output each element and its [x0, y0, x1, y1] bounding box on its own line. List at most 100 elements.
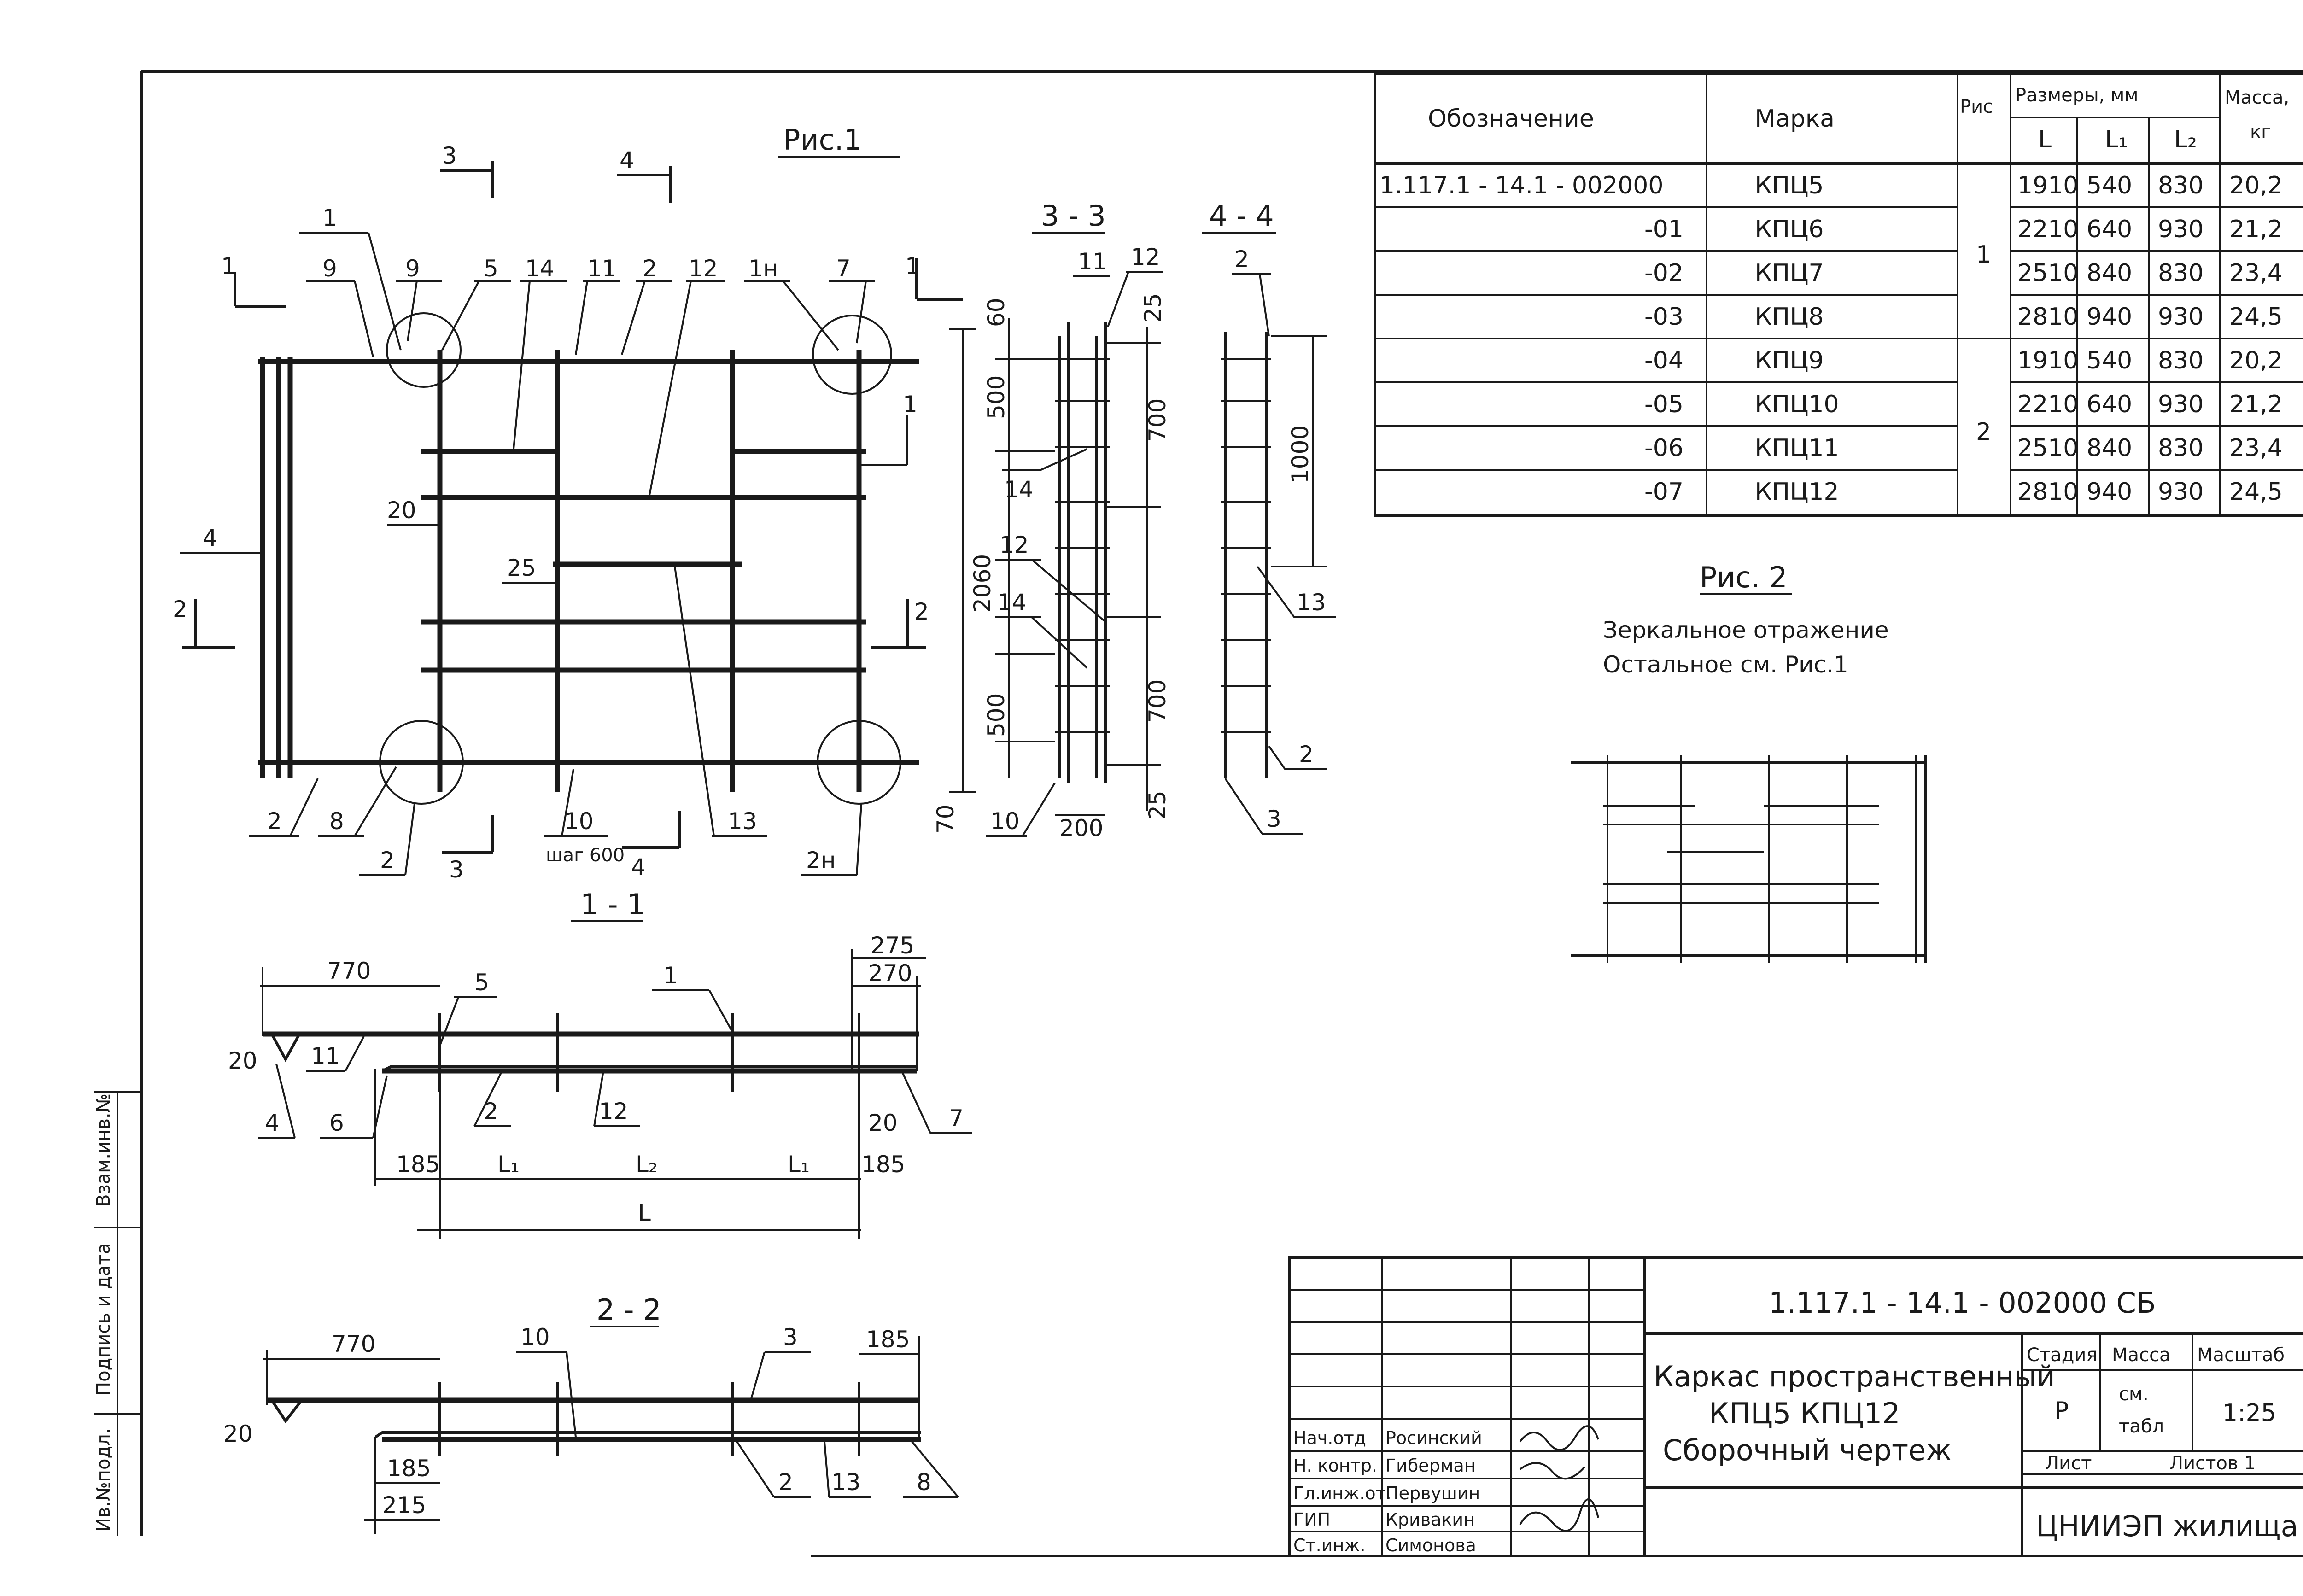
spec-cell-L: 2510 [2017, 434, 2078, 462]
section-mark-3-bottom: 3 [449, 856, 464, 883]
drawing-name-line-1: Каркас пространственный [1654, 1360, 2055, 1393]
s11-dim-770: 770 [327, 958, 371, 984]
sign-name: Гиберман [1385, 1456, 1476, 1476]
figure-1: Рис.1 2060 70 3 4 1 [173, 123, 996, 883]
spec-cell-mass: 21,2 [2229, 216, 2283, 243]
s44-callout-13: 13 [1297, 589, 1326, 616]
spec-header-fig: Рис [1960, 96, 1993, 117]
handwritten-signature [1519, 1498, 1599, 1532]
sign-name: Первушин [1385, 1483, 1480, 1503]
margin-replace-inv: Взам.инв.№ [93, 1093, 114, 1207]
fig1-callout-14: 14 [525, 255, 555, 282]
s11-dim-L2: L₂ [636, 1151, 658, 1178]
table-row: -02 КПЦ7 2510 840 830 23,4 [1644, 259, 2283, 287]
spec-cell-L2: 830 [2158, 172, 2204, 199]
s11-dim-185b: 185 [861, 1151, 905, 1178]
spec-cell-mass: 23,4 [2229, 434, 2283, 462]
fig1-callout-11: 11 [587, 255, 617, 282]
s11-callout-11: 11 [311, 1043, 340, 1070]
s33-dim-25b: 25 [1144, 790, 1171, 820]
section-mark-4-top: 4 [620, 147, 634, 174]
stage-label: Стадия [2027, 1345, 2097, 1366]
s22-callout-13: 13 [831, 1469, 861, 1496]
margin-inv-no: Ив.№подл. [93, 1428, 114, 1532]
organization-name: ЦНИИЭП жилища [2036, 1509, 2298, 1543]
section-1-1-title: 1 - 1 [580, 888, 645, 921]
s22-dim-215: 215 [382, 1492, 426, 1519]
fig1-callout-1-top: 1 [322, 205, 337, 231]
fig1-dim-70: 70 [932, 804, 959, 834]
spec-header-designation: Обозначение [1428, 105, 1594, 133]
section-3-3-title: 3 - 3 [1041, 199, 1106, 233]
spec-fig-group-2: 2 [1976, 418, 1991, 446]
s44-dim-1000: 1000 [1287, 425, 1314, 484]
spec-cell-designation: -07 [1644, 478, 1683, 506]
s33-dim-500a: 500 [983, 375, 1010, 419]
spec-cell-L1: 540 [2087, 347, 2132, 374]
spec-cell-L2: 930 [2158, 216, 2204, 243]
section-mark-4-bottom: 4 [631, 854, 646, 881]
spec-cell-mark: КПЦ11 [1755, 434, 1839, 462]
figure-2: Рис. 2 Зеркальное отражение Остальное см… [1571, 561, 1927, 963]
fig1-callout-9: 9 [405, 255, 420, 282]
spec-cell-L1: 840 [2087, 434, 2132, 462]
spec-header-L2: L₂ [2174, 126, 2197, 153]
s33-dim-700b: 700 [1144, 679, 1171, 723]
spec-cell-L2: 930 [2158, 391, 2204, 418]
spec-cell-L: 1910 [2017, 347, 2078, 374]
spec-cell-L1: 940 [2087, 303, 2132, 331]
spec-cell-L1: 640 [2087, 216, 2132, 243]
section-2-2: 2 - 2 770 185 20 185 215 10 3 2 13 8 [223, 1293, 959, 1534]
spec-cell-designation: -04 [1644, 347, 1683, 374]
s33-callout-12b: 12 [1000, 532, 1029, 558]
handwritten-signature [1519, 1462, 1585, 1480]
section-4-4-title: 4 - 4 [1209, 199, 1274, 233]
spec-cell-mass: 24,5 [2229, 478, 2283, 506]
sign-name: Росинский [1385, 1428, 1482, 1448]
section-3-3: 3 - 3 60 500 500 25 700 700 25 200 [983, 199, 1171, 842]
margin-sign-date: Подпись и дата [93, 1243, 114, 1396]
fig1-callout-2-bottom: 2 [380, 847, 395, 874]
spec-cell-mass: 23,4 [2229, 259, 2283, 287]
s11-dim-185a: 185 [396, 1151, 440, 1178]
s11-dim-20a: 20 [228, 1047, 257, 1074]
s11-callout-1: 1 [663, 962, 678, 989]
fig1-callout-1-right: 1 [903, 391, 918, 418]
spec-header-mass-unit: кг [2250, 122, 2271, 143]
stage-value: Р [2054, 1397, 2069, 1425]
s33-callout-14a: 14 [1004, 476, 1034, 503]
fig1-callout-13: 13 [728, 808, 757, 835]
s22-dim-185b: 185 [387, 1455, 431, 1482]
spec-cell-L: 2510 [2017, 259, 2078, 287]
fig1-callout-4: 4 [203, 525, 217, 551]
table-row: -06 КПЦ11 2510 840 830 23,4 [1644, 434, 2283, 462]
section-mark-1-right: 1 [905, 253, 920, 280]
s11-callout-6: 6 [329, 1110, 344, 1136]
s33-dim-700a: 700 [1144, 398, 1171, 442]
spec-fig-group-1: 1 [1976, 241, 1991, 269]
s22-dim-770: 770 [332, 1331, 375, 1357]
spec-cell-L: 1910 [2017, 172, 2078, 199]
spec-cell-designation: -03 [1644, 303, 1683, 331]
s33-callout-11: 11 [1078, 248, 1107, 275]
spec-cell-designation: -02 [1644, 259, 1683, 287]
s33-dim-25a: 25 [1140, 293, 1166, 322]
spec-cell-L: 2210 [2017, 391, 2078, 418]
table-row: -04 КПЦ9 1910 540 830 20,2 [1644, 347, 2283, 374]
s33-dim-500b: 500 [983, 693, 1010, 737]
fig1-callout-1n: 1н [748, 255, 778, 282]
spec-cell-L: 2210 [2017, 216, 2078, 243]
spec-cell-mass: 20,2 [2229, 347, 2283, 374]
spec-cell-L1: 940 [2087, 478, 2132, 506]
section-mark-3-top: 3 [442, 142, 457, 169]
spec-cell-L1: 840 [2087, 259, 2132, 287]
fig1-callout-6: 9 [322, 255, 337, 282]
handwritten-signature [1519, 1425, 1599, 1451]
s33-callout-12a: 12 [1131, 244, 1160, 270]
figure-2-note-2: Остальное см. Рис.1 [1603, 651, 1848, 678]
s11-dim-20b: 20 [868, 1110, 898, 1136]
figure-2-title: Рис. 2 [1700, 561, 1788, 594]
sheet-frame [140, 70, 2303, 1557]
sign-role: ГИП [1293, 1509, 1330, 1530]
spec-header-mass: Масса, [2225, 87, 2289, 108]
